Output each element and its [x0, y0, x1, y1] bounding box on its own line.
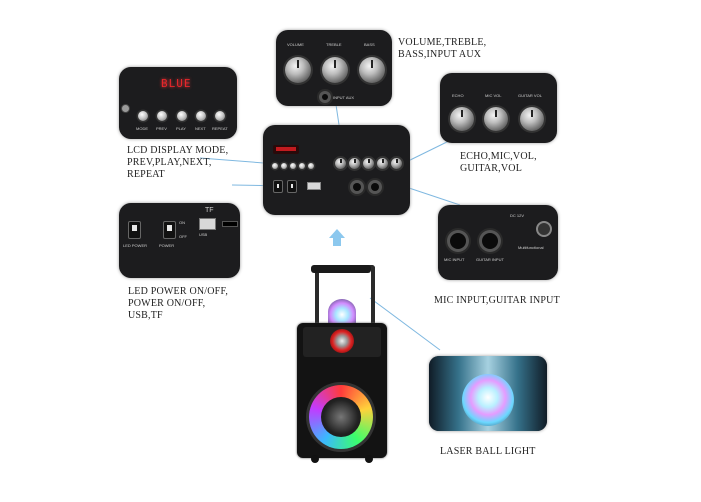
center-knob-5[interactable]	[391, 158, 402, 169]
arrow-up-icon	[329, 229, 345, 238]
led-power-switch[interactable]	[128, 221, 141, 239]
laser-ball-panel	[429, 356, 547, 431]
echo-knob[interactable]	[450, 107, 474, 131]
dc-jack[interactable]	[536, 221, 552, 237]
center-knob-4[interactable]	[377, 158, 388, 169]
echo-caption: ECHO,MIC,VOL, GUITAR,VOL	[460, 151, 537, 174]
volume-knob-label: VOLUME	[287, 42, 304, 47]
prev-label: PREV	[156, 126, 167, 131]
switch-off-label: OFF	[179, 234, 187, 239]
aux-input-jack[interactable]	[322, 94, 328, 100]
center-power-switch[interactable]	[287, 180, 297, 193]
switch-on-label: ON	[179, 220, 185, 225]
arrow-up-stem	[333, 238, 341, 246]
control-panel	[263, 125, 410, 215]
guitar-vol-knob-label: GUITAR VOL	[518, 93, 542, 98]
center-usb-port[interactable]	[307, 182, 321, 190]
center-prev-button[interactable]	[281, 163, 287, 169]
tf-label: TF	[205, 207, 214, 214]
power-label: POWER	[159, 243, 175, 248]
mode-button[interactable]	[138, 111, 148, 121]
repeat-label: REPEAT	[212, 126, 228, 131]
volume-knob[interactable]	[285, 57, 311, 83]
center-mic-jack[interactable]	[353, 183, 361, 191]
center-guitar-jack[interactable]	[371, 183, 379, 191]
echo-panel: ECHO MIC VOL GUITAR VOL	[440, 73, 557, 143]
tf-slot[interactable]	[222, 221, 238, 227]
guitar-input-label: GUITAR INPUT	[476, 257, 504, 262]
usb-port[interactable]	[199, 218, 216, 230]
repeat-button[interactable]	[215, 111, 225, 121]
speaker-laser-ball	[328, 299, 356, 325]
center-led-switch[interactable]	[273, 180, 283, 193]
prev-button[interactable]	[157, 111, 167, 121]
center-repeat-button[interactable]	[308, 163, 314, 169]
guitar-input-jack[interactable]	[482, 233, 498, 249]
laser-caption: LASER BALL LIGHT	[440, 446, 536, 457]
echo-knob-label: ECHO	[452, 93, 464, 98]
bass-knob[interactable]	[359, 57, 385, 83]
next-label: NEXT	[195, 126, 206, 131]
guitar-vol-knob[interactable]	[520, 107, 544, 131]
mic-input-jack[interactable]	[450, 233, 466, 249]
bass-knob-label: BASS	[364, 42, 375, 47]
power-switch[interactable]	[163, 221, 176, 239]
mic-caption: MIC INPUT,GUITAR INPUT	[434, 295, 560, 306]
multifunction-label: Multifunctional	[518, 245, 544, 250]
lcd-display: BLUE	[161, 77, 192, 90]
laser-ball	[462, 374, 514, 426]
usb-label: USB	[199, 232, 208, 237]
led-caption: LED POWER ON/OFF, POWER ON/OFF, USB,TF	[128, 286, 229, 321]
treble-knob-label: TREBLE	[326, 42, 342, 47]
center-next-button[interactable]	[299, 163, 305, 169]
mode-label: MODE	[136, 126, 148, 131]
led-power-panel: TF ON OFF USB LED POWER POWER	[119, 203, 240, 278]
speaker-woofer	[309, 385, 373, 449]
speaker-cabinet	[297, 323, 387, 458]
treble-knob[interactable]	[322, 57, 348, 83]
center-play-button[interactable]	[290, 163, 296, 169]
center-knob-1[interactable]	[335, 158, 346, 169]
center-mode-button[interactable]	[272, 163, 278, 169]
speaker-tweeter	[330, 329, 354, 353]
lcd-caption: LCD DISPLAY MODE, PREV,PLAY,NEXT, REPEAT	[127, 145, 229, 180]
play-button[interactable]	[177, 111, 187, 121]
center-display	[273, 145, 299, 154]
lcd-panel: BLUE MODE PREV PLAY NEXT REPEAT	[119, 67, 237, 139]
volume-panel: VOLUME TREBLE BASS INPUT AUX	[276, 30, 392, 106]
screw-icon	[122, 105, 129, 112]
mic-vol-knob-label: MIC VOL	[485, 93, 502, 98]
speaker	[297, 265, 387, 465]
mic-vol-knob[interactable]	[484, 107, 508, 131]
aux-input-label: INPUT AUX	[333, 95, 355, 100]
next-button[interactable]	[196, 111, 206, 121]
volume-caption: VOLUME,TREBLE, BASS,INPUT AUX	[398, 37, 487, 60]
center-knob-2[interactable]	[349, 158, 360, 169]
mic-input-panel: DC 12V MIC INPUT GUITAR INPUT Multifunct…	[438, 205, 558, 280]
mic-input-label: MIC INPUT	[444, 257, 465, 262]
led-power-label: LED POWER	[123, 243, 148, 248]
dc-label: DC 12V	[510, 213, 525, 218]
center-knob-3[interactable]	[363, 158, 374, 169]
play-label: PLAY	[176, 126, 186, 131]
